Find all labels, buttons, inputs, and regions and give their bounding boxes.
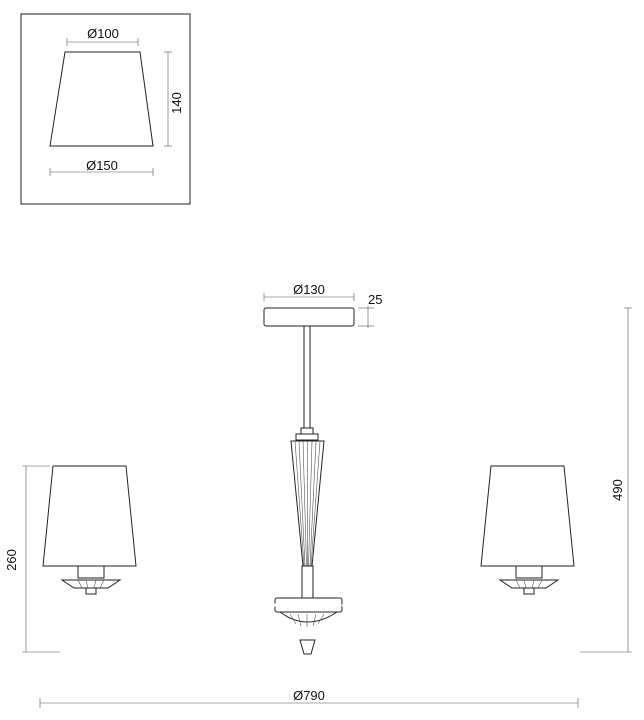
bottom-finial: [299, 639, 316, 655]
canopy-height-label: 25: [368, 292, 382, 307]
inset-top-diameter-label: Ø100: [87, 26, 119, 41]
inset-height-label: 140: [169, 92, 184, 114]
overall-diameter-label: Ø790: [293, 688, 325, 703]
stem: [303, 325, 311, 431]
total-height-label: 490: [610, 479, 625, 501]
left-candle-holder: [60, 563, 122, 595]
center-body: [274, 597, 343, 613]
column-flutes: [294, 440, 321, 567]
inset-frame: [20, 13, 191, 205]
right-lamp-shade: [480, 465, 575, 567]
left-lamp-shade: [42, 465, 137, 567]
canopy: [263, 307, 355, 327]
inset-bottom-diameter-label: Ø150: [86, 158, 118, 173]
canopy-diameter-label: Ø130: [293, 282, 325, 297]
right-candle-holder: [498, 563, 560, 595]
shade-detail-inset: Ø100 140 Ø150: [20, 13, 191, 205]
inset-shade-outline: [49, 51, 154, 147]
chandelier-elevation: Ø130 25: [4, 282, 632, 708]
arm-height-label: 260: [4, 549, 19, 571]
